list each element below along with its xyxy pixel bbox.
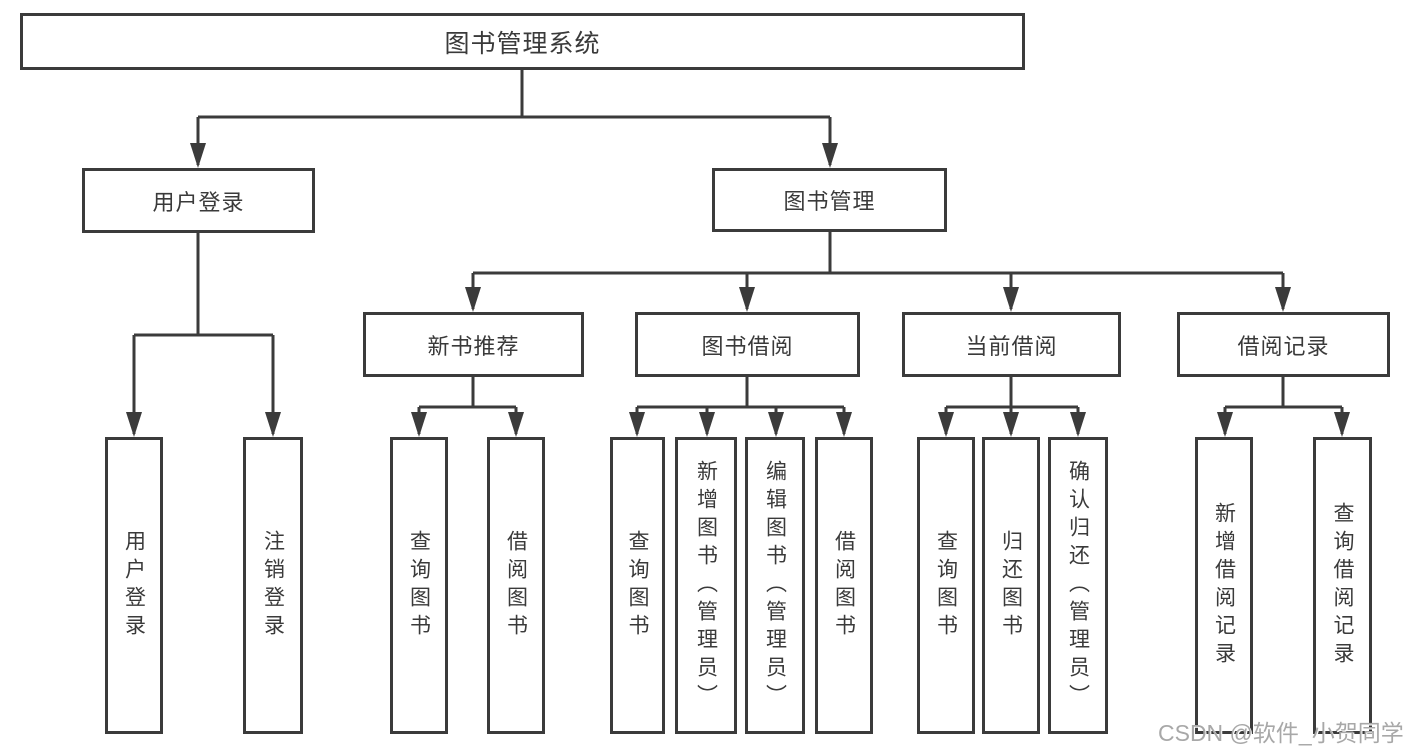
node-query-books-current: 查询图书 bbox=[917, 437, 975, 734]
node-new-book-recommend: 新书推荐 bbox=[363, 312, 584, 377]
node-user-login: 用户登录 bbox=[82, 168, 315, 233]
node-label: 查询图书 bbox=[407, 529, 431, 642]
node-label: 借阅图书 bbox=[504, 529, 528, 642]
node-label: 当前借阅 bbox=[965, 333, 1058, 359]
node-label: 确认归还（管理员） bbox=[1066, 459, 1090, 712]
node-label: 查询图书 bbox=[934, 529, 958, 642]
node-return-books: 归还图书 bbox=[982, 437, 1040, 734]
node-label: 查询图书 bbox=[626, 529, 650, 642]
node-add-books-admin: 新增图书（管理员） bbox=[675, 437, 737, 734]
node-login: 用户登录 bbox=[105, 437, 163, 734]
node-label: 编辑图书（管理员） bbox=[763, 459, 787, 712]
node-label: 新书推荐 bbox=[427, 333, 520, 359]
node-query-books-recommend: 查询图书 bbox=[390, 437, 448, 734]
node-edit-books-admin: 编辑图书（管理员） bbox=[745, 437, 805, 734]
node-book-borrow: 图书借阅 bbox=[635, 312, 860, 377]
node-label: 图书管理系统 bbox=[444, 29, 601, 58]
node-label: 借阅记录 bbox=[1237, 333, 1330, 359]
node-borrow-records: 借阅记录 bbox=[1177, 312, 1390, 377]
node-label: 新增借阅记录 bbox=[1212, 501, 1236, 670]
node-label: 用户登录 bbox=[152, 189, 245, 215]
node-logout: 注销登录 bbox=[243, 437, 303, 734]
node-add-borrow-record: 新增借阅记录 bbox=[1195, 437, 1253, 734]
node-borrow-books-recommend: 借阅图书 bbox=[487, 437, 545, 734]
node-label: 查询借阅记录 bbox=[1331, 501, 1355, 670]
node-confirm-return-admin: 确认归还（管理员） bbox=[1048, 437, 1108, 734]
node-query-borrow-record: 查询借阅记录 bbox=[1313, 437, 1372, 734]
node-label: 归还图书 bbox=[999, 529, 1023, 642]
node-label: 注销登录 bbox=[261, 529, 285, 642]
node-current-borrow: 当前借阅 bbox=[902, 312, 1121, 377]
node-borrow-books: 借阅图书 bbox=[815, 437, 873, 734]
node-label: 图书管理 bbox=[783, 189, 876, 214]
node-label: 新增图书（管理员） bbox=[694, 459, 718, 712]
node-query-books-borrow: 查询图书 bbox=[610, 437, 665, 734]
node-book-management: 图书管理 bbox=[712, 168, 947, 232]
node-label: 图书借阅 bbox=[701, 333, 794, 359]
node-label: 用户登录 bbox=[122, 529, 146, 642]
node-library-system: 图书管理系统 bbox=[20, 13, 1025, 70]
node-label: 借阅图书 bbox=[832, 529, 856, 642]
